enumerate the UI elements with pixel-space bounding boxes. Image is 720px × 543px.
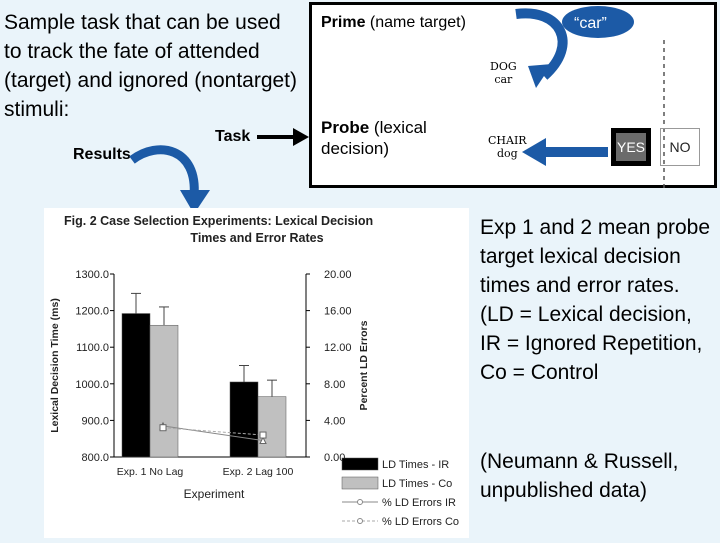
y-tick-label-left: 800.0 <box>81 452 109 464</box>
intro-text: Sample task that can be used to track th… <box>4 11 298 121</box>
legend-label: LD Times - IR <box>382 459 449 471</box>
task-arrow-icon <box>257 128 309 146</box>
legend-marker <box>357 518 363 524</box>
probe-target-word: dog <box>496 147 518 160</box>
citation-text: (Neumann & Russell, unpublished data) <box>480 450 679 502</box>
error-rate-line <box>162 427 264 436</box>
y-axis-title-right: Percent LD Errors <box>358 320 370 410</box>
bar <box>121 313 151 458</box>
bar <box>229 381 259 458</box>
results-arrow-icon <box>129 145 210 214</box>
prime-target-word: car <box>494 73 513 86</box>
y-tick-label-left: 1300.0 <box>75 269 109 281</box>
y-tick-label-right: 0.00 <box>324 452 345 464</box>
probe-distractor-word: CHAIR <box>488 134 527 147</box>
results-label: Results <box>73 146 131 163</box>
chart-title-line-2: Times and Error Rates <box>190 231 323 245</box>
y-tick-label-left: 900.0 <box>81 415 109 427</box>
y-tick-label-left: 1100.0 <box>76 342 109 354</box>
probe-label: Probe (lexical decision) <box>321 118 427 158</box>
summary-text: Exp 1 and 2 mean probe target lexical de… <box>480 216 710 384</box>
bar <box>149 324 179 458</box>
legend-label: % LD Errors Co <box>382 516 459 528</box>
y-tick-label-left: 1000.0 <box>75 379 109 391</box>
y-tick-label-right: 20.00 <box>324 269 352 281</box>
lexical-decision-chart: Fig. 2 Case Selection Experiments: Lexic… <box>49 214 459 528</box>
legend-swatch <box>341 457 379 471</box>
x-axis-title: Experiment <box>184 487 245 501</box>
no-button[interactable]: NO <box>660 128 700 166</box>
chart-title-line-1: Fig. 2 Case Selection Experiments: Lexic… <box>64 214 373 228</box>
chart-panel: Fig. 2 Case Selection Experiments: Lexic… <box>44 208 469 538</box>
yes-button[interactable]: YES <box>611 128 651 166</box>
prime-display: DOG car <box>490 60 517 86</box>
probe-display: CHAIR dog <box>488 134 527 160</box>
target-bubble-icon <box>515 6 634 88</box>
probe-arrow-icon <box>522 138 608 166</box>
y-tick-label-right: 16.00 <box>324 306 352 318</box>
legend-marker <box>357 499 363 505</box>
task-label: Task <box>215 128 251 145</box>
y-tick-label-left: 1200.0 <box>75 306 109 318</box>
y-axis-title-left: Lexical Decision Time (ms) <box>49 298 61 433</box>
prime-label: Prime (name target) <box>321 14 466 31</box>
target-word: “car” <box>574 15 607 32</box>
error-rate-point <box>159 424 167 432</box>
legend-label: % LD Errors IR <box>382 497 456 509</box>
y-tick-label-right: 12.00 <box>324 342 352 354</box>
error-rate-point <box>259 436 267 445</box>
error-rate-line <box>162 425 264 442</box>
error-rate-point <box>259 431 267 439</box>
legend-swatch <box>341 476 379 490</box>
divider-line <box>663 40 665 188</box>
y-tick-label-right: 4.00 <box>324 415 345 427</box>
y-tick-label-right: 8.00 <box>324 379 345 391</box>
x-tick-label: Exp. 2 Lag 100 <box>223 466 294 478</box>
legend-label: LD Times - Co <box>382 478 452 490</box>
bar <box>257 396 287 458</box>
prime-distractor-word: DOG <box>490 60 517 73</box>
x-tick-label: Exp. 1 No Lag <box>117 466 184 478</box>
